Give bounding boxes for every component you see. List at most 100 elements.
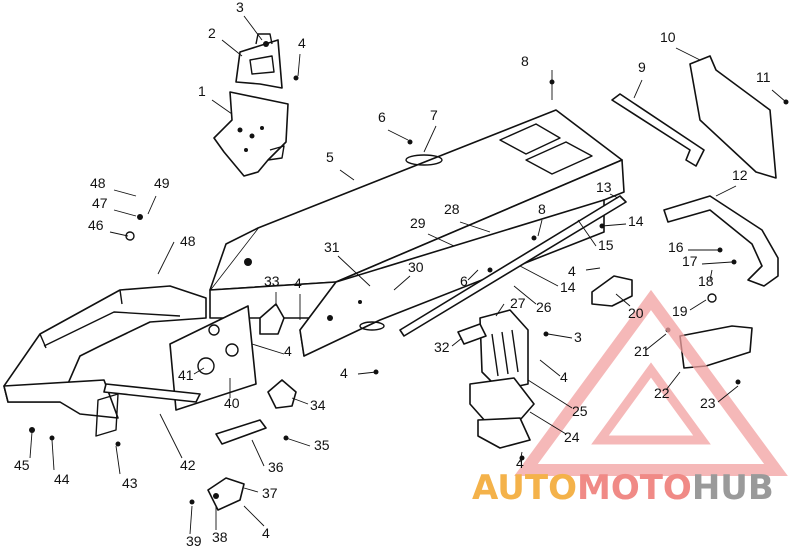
callout: 18 xyxy=(698,269,714,289)
callout-label: 16 xyxy=(668,239,684,255)
callout-label: 3 xyxy=(236,0,244,15)
callout: 48 xyxy=(157,233,196,275)
callout-label: 46 xyxy=(88,217,104,233)
leader-line xyxy=(689,299,707,311)
part-41-plate xyxy=(169,305,257,411)
callout: 21 xyxy=(634,333,667,359)
callout: 38 xyxy=(212,506,228,545)
callout: 3 xyxy=(236,0,263,41)
leader-line xyxy=(451,337,463,347)
leader-line xyxy=(529,411,567,435)
callout: 8 xyxy=(537,201,546,237)
leader-line xyxy=(715,185,737,197)
callout-label: 5 xyxy=(326,149,334,165)
callout-label: 10 xyxy=(660,29,676,45)
callout: 16 xyxy=(668,239,718,255)
callout: 8 xyxy=(521,53,553,100)
callout: 26 xyxy=(513,285,552,315)
callout-label: 1 xyxy=(198,83,206,99)
callout-label: 42 xyxy=(180,457,196,473)
callout: 14 xyxy=(601,213,644,229)
callout: 3 xyxy=(547,329,582,345)
callout-label: 18 xyxy=(698,273,714,289)
callout: 45 xyxy=(14,431,33,473)
callout-label: 40 xyxy=(224,395,240,411)
callout-label: 26 xyxy=(536,299,552,315)
callout: 33 xyxy=(264,273,280,306)
leader-line xyxy=(519,265,559,287)
callout-label: 13 xyxy=(596,179,612,195)
callout-label: 28 xyxy=(444,201,460,217)
leader-line xyxy=(337,255,371,287)
watermark-text-hub: HUB xyxy=(692,468,774,508)
callout: 15 xyxy=(577,219,614,253)
callout: 39 xyxy=(186,505,202,548)
callout: 35 xyxy=(285,437,330,453)
callout: 34 xyxy=(291,397,326,413)
callout: 48 xyxy=(90,175,137,197)
part-2-bracket xyxy=(235,39,283,89)
callout: 4 xyxy=(243,505,270,541)
callout: 23 xyxy=(700,385,739,411)
callout: 31 xyxy=(324,239,371,287)
callout: 19 xyxy=(672,299,707,319)
fasteners xyxy=(29,41,789,505)
callout-label: 27 xyxy=(510,295,526,311)
part-12-bumper xyxy=(663,195,779,287)
callout: 28 xyxy=(444,201,491,233)
callout-label: 8 xyxy=(521,53,529,69)
callout-label: 45 xyxy=(14,457,30,473)
watermark-triangle-inner xyxy=(591,362,711,445)
callout-label: 31 xyxy=(324,239,340,255)
callout: 9 xyxy=(633,59,646,99)
callout-label: 4 xyxy=(284,343,292,359)
callout: 46 xyxy=(88,217,129,237)
watermark: AUTOMOTOHUB xyxy=(472,289,788,508)
leader-line xyxy=(495,303,505,317)
callout-layer: 1 2 3 4 5 6 7 8 9 10 11 12 13 14 15 16 1… xyxy=(14,0,787,548)
callout-label: 21 xyxy=(634,343,650,359)
leader-line xyxy=(243,15,263,41)
leader-line xyxy=(665,371,681,391)
leader-line xyxy=(717,385,739,403)
leader-line xyxy=(189,505,193,535)
watermark-text-auto: AUTO xyxy=(472,468,577,508)
leader-line xyxy=(701,261,733,265)
callout: 1 xyxy=(198,83,233,115)
part-9-bracket xyxy=(611,93,705,167)
leader-line xyxy=(243,487,259,493)
callout-label: 4 xyxy=(568,263,576,279)
callout-label: 14 xyxy=(628,213,644,229)
callout-label: 3 xyxy=(574,329,582,345)
leader-line xyxy=(251,343,285,355)
callout: 5 xyxy=(326,149,355,181)
callout-label: 39 xyxy=(186,533,202,548)
callout: 11 xyxy=(756,69,787,103)
callout: 6 xyxy=(460,269,479,289)
callout: 37 xyxy=(243,485,278,501)
callout-label: 20 xyxy=(628,305,644,321)
watermark-triangle-outer xyxy=(514,289,788,476)
callout: 32 xyxy=(434,337,463,355)
leader-line xyxy=(221,39,243,57)
callout-label: 32 xyxy=(434,339,450,355)
callout: 29 xyxy=(410,215,455,247)
callout: 47 xyxy=(92,195,137,217)
callout-label: 49 xyxy=(154,175,170,191)
callout-label: 14 xyxy=(560,279,576,295)
callout: 17 xyxy=(682,253,733,269)
callout-label: 38 xyxy=(212,529,228,545)
callout-label: 6 xyxy=(460,273,468,289)
leader-line xyxy=(615,293,631,307)
part-34-block xyxy=(267,379,297,409)
callout-label: 19 xyxy=(672,303,688,319)
leader-line xyxy=(251,439,265,467)
callout-label: 47 xyxy=(92,195,108,211)
callout-label: 36 xyxy=(268,459,284,475)
callout-label: 7 xyxy=(430,107,438,123)
callout-label: 4 xyxy=(560,369,568,385)
callout-label: 44 xyxy=(54,471,70,487)
callout-label: 15 xyxy=(598,237,614,253)
part-20-bracket xyxy=(591,275,633,307)
callout-label: 17 xyxy=(682,253,698,269)
